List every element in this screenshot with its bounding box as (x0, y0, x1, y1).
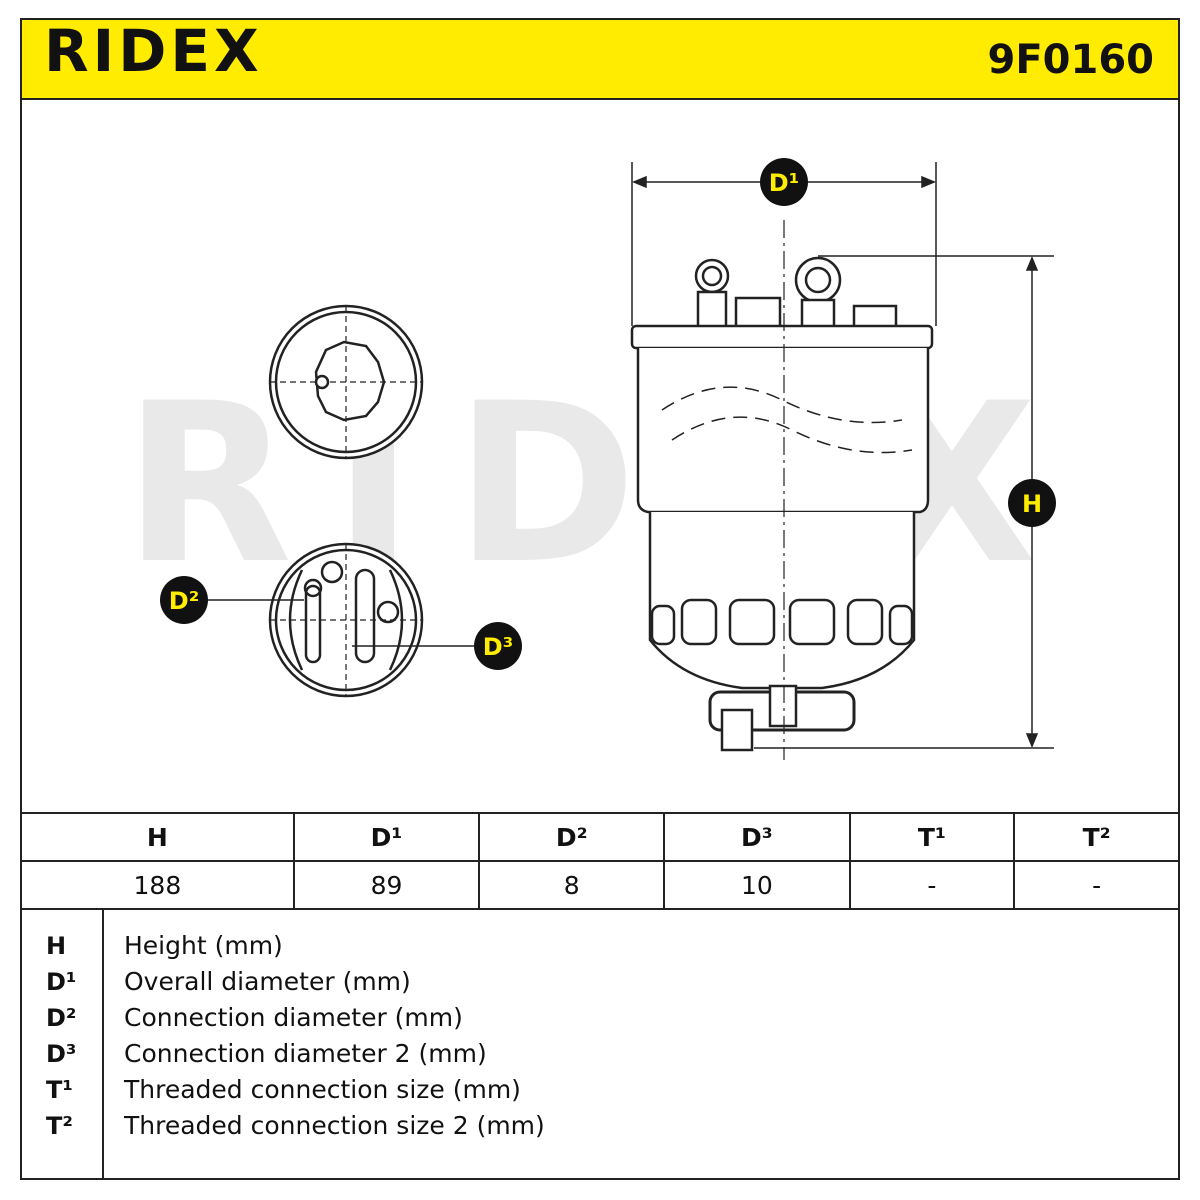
legend-text: Threaded connection size 2 (mm) (124, 1111, 545, 1140)
legend-text: Connection diameter (mm) (124, 1003, 463, 1032)
specs-header-cell: D¹ (292, 812, 481, 862)
watermark-text: RIDEX (123, 356, 1077, 612)
specs-header-cell: D² (478, 812, 666, 862)
specs-value-cell: - (848, 860, 1016, 910)
legend-symbol: H (46, 932, 67, 960)
specs-value-cell: 8 (478, 860, 666, 910)
specs-table: H D¹ D² D³ T¹ T² 188 89 8 10 - - (20, 812, 1180, 910)
d2-badge-label: D² (169, 587, 199, 615)
top-view (268, 304, 424, 460)
specs-value-cell: 10 (663, 860, 851, 910)
h-badge-label: H (1022, 490, 1042, 518)
d3-badge-label: D³ (483, 633, 513, 661)
legend: H Height (mm) D¹ Overall diameter (mm) D… (20, 910, 1180, 1180)
legend-symbol: D¹ (46, 968, 77, 996)
part-number: 9F0160 (987, 37, 1154, 83)
specs-value-cell: 188 (20, 860, 295, 910)
legend-symbol: T² (46, 1112, 73, 1140)
specs-header-cell: T² (1013, 812, 1180, 862)
legend-symbol: D³ (46, 1040, 77, 1068)
specs-value-cell: - (1013, 860, 1180, 910)
specs-header-cell: H (20, 812, 295, 862)
brand-logo: RIDEX (44, 17, 263, 85)
specs-header-row: H D¹ D² D³ T¹ T² (20, 812, 1180, 862)
legend-symbol: D² (46, 1004, 77, 1032)
d1-badge-label: D¹ (769, 169, 799, 197)
specs-header-cell: D³ (663, 812, 851, 862)
legend-text: Overall diameter (mm) (124, 967, 411, 996)
specs-value-cell: 89 (292, 860, 481, 910)
legend-text: Threaded connection size (mm) (124, 1075, 521, 1104)
bottom-view (268, 542, 424, 698)
d3-badge: D³ (474, 622, 522, 670)
legend-text: Connection diameter 2 (mm) (124, 1039, 487, 1068)
legend-divider (102, 910, 104, 1178)
specs-header-cell: T¹ (848, 812, 1016, 862)
h-badge: H (1008, 479, 1056, 527)
d2-badge: D² (160, 576, 208, 624)
legend-symbol: T¹ (46, 1076, 73, 1104)
header-bar (20, 18, 1180, 100)
technical-drawing: RIDEX (123, 158, 1077, 760)
side-view (630, 220, 934, 760)
d1-badge: D¹ (760, 158, 808, 206)
legend-text: Height (mm) (124, 931, 283, 960)
specs-value-row: 188 89 8 10 - - (20, 860, 1180, 910)
